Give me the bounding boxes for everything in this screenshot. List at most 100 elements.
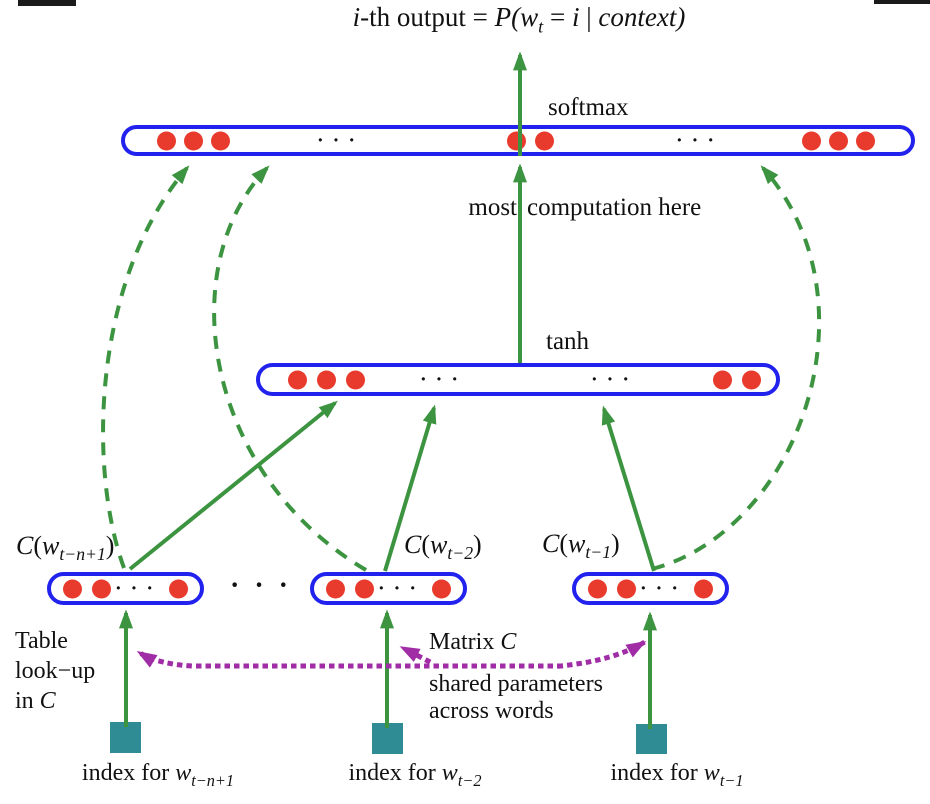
embedding3-C: C <box>542 529 560 558</box>
shared-params-line2: across words <box>429 698 554 724</box>
embedding2-dots-left <box>326 579 374 598</box>
table-lookup-in: in <box>15 688 40 714</box>
scan-artifact-right <box>874 0 930 4</box>
embedding1-ellipsis: · · · <box>115 577 156 599</box>
embedding-label-3: C(wt−1) <box>542 529 620 563</box>
matrix-word: Matrix <box>429 629 501 655</box>
embedding3-close: ) <box>611 529 620 558</box>
embedding2-dots-right <box>432 579 451 598</box>
title-eq: = <box>465 2 495 32</box>
index-node-1 <box>110 722 141 753</box>
table-lookup-line3: in C <box>15 686 95 716</box>
embedding1-close: ) <box>105 531 115 560</box>
index2-prefix: index for <box>348 760 442 786</box>
title-context: context <box>598 2 677 32</box>
embedding3-dots-right <box>694 579 713 598</box>
neuron-dot <box>317 370 336 389</box>
neuron-dot <box>326 579 345 598</box>
neuron-dot <box>288 370 307 389</box>
arrow-embed1-to-hidden <box>128 400 338 571</box>
hidden-dots-right <box>713 370 761 389</box>
neuron-dot <box>829 131 848 150</box>
index-label-2: index for wt−2 <box>348 760 482 790</box>
embedding3-ellipsis: · · · <box>640 577 681 599</box>
embedding1-open: ( <box>33 531 43 560</box>
table-lookup-C: C <box>39 688 56 714</box>
output-layer-box: · · · · · · <box>121 125 915 156</box>
neuron-dot <box>346 370 365 389</box>
neuron-dot <box>432 579 451 598</box>
hidden-ellipsis-right: · · · <box>591 368 632 390</box>
neuron-dot <box>63 579 82 598</box>
softmax-label: softmax <box>548 94 629 121</box>
neuron-dot <box>713 370 732 389</box>
table-lookup-line2: look−up <box>15 658 96 684</box>
title-p: P( <box>494 2 521 32</box>
embedding2-sub: t−2 <box>447 543 474 564</box>
embedding1-sub: t−n+1 <box>59 544 106 565</box>
annotation-most-left: most <box>468 194 517 221</box>
index3-prefix: index for <box>610 760 704 786</box>
output-ellipsis-right: · · · <box>676 129 717 151</box>
embedding1-dots-left <box>63 579 111 598</box>
neuron-dot <box>92 579 111 598</box>
embedding-label-2: C(wt−2) <box>404 530 482 564</box>
index1-sub: t−n+1 <box>191 770 235 790</box>
embedding-box-3: · · · <box>572 572 729 605</box>
matrix-c-note: Matrix C <box>429 627 516 657</box>
hidden-ellipsis-left: · · · <box>420 368 461 390</box>
embedding2-C: C <box>404 530 422 559</box>
neuron-dot <box>617 579 636 598</box>
neuron-dot <box>211 131 230 150</box>
neuron-dot <box>856 131 875 150</box>
between-boxes-ellipsis: · · · <box>230 570 293 601</box>
neuron-dot <box>184 131 203 150</box>
output-ellipsis-left: · · · <box>317 129 358 151</box>
matrix-c-connector-right <box>557 639 647 669</box>
neuron-dot <box>802 131 821 150</box>
index1-base: w <box>175 760 192 786</box>
embedding-label-1: C(wt−n+1) <box>16 531 115 565</box>
neuron-dot <box>169 579 188 598</box>
skip-arrow-embed1-to-output <box>101 165 190 569</box>
index2-sub: t−2 <box>457 770 482 790</box>
neuron-dot <box>507 131 526 150</box>
index-label-3: index for wt−1 <box>610 760 743 788</box>
embedding1-w: w <box>42 531 60 560</box>
title-w: w <box>520 2 539 32</box>
embedding-box-1: · · · <box>47 572 204 605</box>
neuron-dot <box>694 579 713 598</box>
index2-base: w <box>441 760 458 786</box>
neuron-dot <box>588 579 607 598</box>
annotation-most-right: computation here <box>527 194 702 221</box>
title-close: ) <box>676 2 686 32</box>
index1-prefix: index for <box>81 760 176 786</box>
hidden-dots-left <box>288 370 365 389</box>
hidden-layer-box: · · · · · · <box>256 363 780 396</box>
title-mid: = <box>543 2 572 32</box>
embedding3-dots-left <box>588 579 636 598</box>
neuron-dot <box>535 131 554 150</box>
table-lookup-note: Table look−up in C <box>15 626 95 716</box>
embedding1-dots-right <box>169 579 188 598</box>
embedding2-ellipsis: · · · <box>378 577 419 599</box>
page-title: i-th output = P(wt = i | context) <box>352 2 686 37</box>
index-node-3 <box>636 724 667 754</box>
neuron-dot <box>157 131 176 150</box>
index3-base: w <box>703 760 720 786</box>
tanh-label: tanh <box>546 328 590 355</box>
title-w-sub: t <box>538 16 544 37</box>
embedding2-close: ) <box>473 530 482 559</box>
shared-params-line1: shared parameters <box>429 671 603 697</box>
embedding-box-2: · · · <box>310 572 467 605</box>
neuron-dot <box>355 579 374 598</box>
index-node-2 <box>372 723 403 754</box>
embedding2-w: w <box>430 530 448 559</box>
embedding3-sub: t−1 <box>585 542 612 563</box>
title-i2: i <box>571 2 580 32</box>
matrix-var: C <box>500 629 517 655</box>
output-dots-mid <box>507 131 554 150</box>
title-i: i <box>352 2 361 32</box>
embedding1-C: C <box>16 531 34 560</box>
